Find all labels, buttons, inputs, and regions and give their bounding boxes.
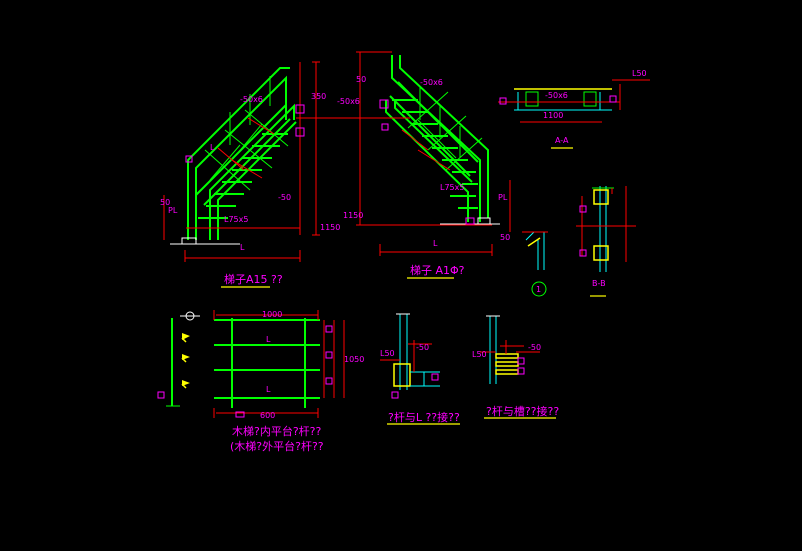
svg-text:1150: 1150 [343,211,363,220]
post-detail-2-title: ?杆与槽??接?? [486,404,559,418]
section-a-a: L50 -50x6 1100 A-A [498,69,650,149]
svg-text:-50x6: -50x6 [545,91,568,100]
railing-title-2: (木梯?外平台?杆?? [230,439,324,453]
railing-elevation: 1000 L L 600 1050 木梯?内平台?杆?? (木梯?外平台?杆?? [157,310,364,453]
section-bb-title: B-B [592,279,606,288]
svg-text:50: 50 [500,233,510,242]
svg-text:-50: -50 [278,193,291,202]
svg-text:1150: 1150 [320,223,340,232]
svg-text:1000: 1000 [262,310,282,319]
svg-text:L: L [266,335,271,344]
railing-title-1: 木梯?内平台?杆?? [232,424,322,438]
svg-text:-50: -50 [416,343,429,352]
detail-1-number: 1 [536,285,541,294]
post-detail-angle: L50 -50 ?杆与L ??接?? [380,313,460,425]
svg-text:-50x6: -50x6 [240,95,263,104]
svg-text:600: 600 [260,411,275,420]
section-b-b: B-B [576,186,636,297]
svg-text:L75x5: L75x5 [440,183,464,192]
section-aa-title: A-A [555,136,569,145]
svg-text:L75x5: L75x5 [224,215,248,224]
svg-text:50: 50 [160,198,170,207]
post-detail-channel: L50 -50 ?杆与槽??接?? [472,315,559,419]
svg-text:L: L [266,385,271,394]
svg-text:L50: L50 [380,349,395,358]
right-ladder-elevation: 50 -50x6 L75x5 1150 L PL 50 梯子 A1Φ? [343,51,511,279]
svg-text:-50x6: -50x6 [420,78,443,87]
left-ladder-title: 梯子A15 ?? [224,273,283,286]
svg-text:PL: PL [168,206,178,215]
svg-text:-50x6: -50x6 [337,97,360,106]
svg-text:50: 50 [356,75,366,84]
svg-text:L: L [210,143,215,152]
svg-text:L50: L50 [472,350,487,359]
detail-1: 1 [522,231,548,297]
svg-text:350: 350 [311,92,326,101]
right-ladder-title: 梯子 A1Φ? [410,264,465,277]
svg-text:1100: 1100 [543,111,563,120]
left-ladder-elevation: L75x5 PL 350 -50x6 L 1150 L -50 50 梯子A15… [160,61,340,288]
svg-text:L: L [240,243,245,252]
svg-text:PL: PL [498,193,508,202]
svg-text:-50: -50 [528,343,541,352]
post-detail-1-title: ?杆与L ??接?? [388,410,460,424]
svg-text:L: L [433,239,438,248]
svg-text:1050: 1050 [344,355,364,364]
svg-text:L50: L50 [632,69,647,78]
